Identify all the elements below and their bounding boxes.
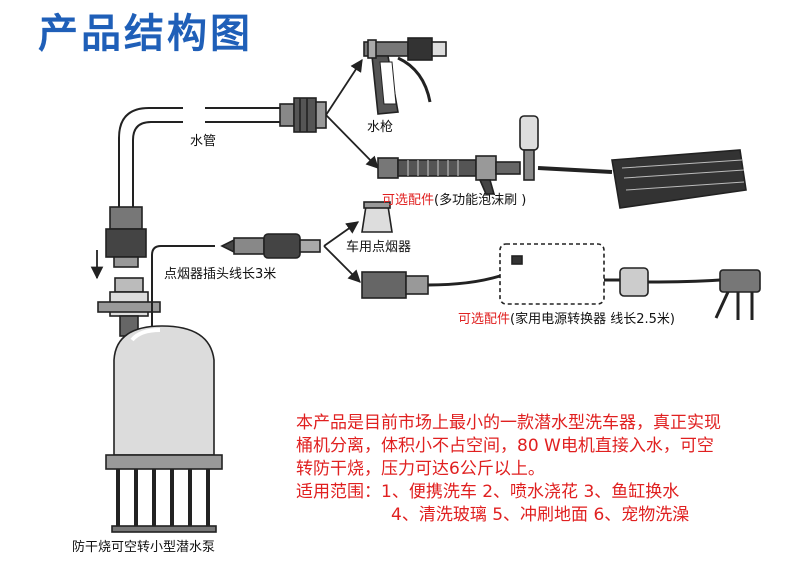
label-optional-adapter: 可选配件(家用电源转换器 线长2.5米) — [458, 313, 675, 326]
arrow-to-adapter — [323, 245, 361, 283]
arrow-to-gun — [325, 58, 363, 116]
arrow-to-brush — [325, 114, 379, 169]
description-line: 本产品是目前市场上最小的一款潜水型洗车器，真正实现 — [296, 413, 721, 433]
label-spray-gun: 水枪 — [367, 120, 394, 135]
usage-line: 4、清洗玻璃 5、冲刷地面 6、宠物洗澡 — [391, 505, 690, 525]
foam-brush-illustration — [377, 115, 747, 209]
label-optional-brush: 可选配件(多功能泡沫刷 ) — [382, 194, 526, 207]
spray-gun-illustration — [363, 37, 447, 115]
brush-text: (多功能泡沫刷 ) — [434, 193, 527, 208]
product-description: 本产品是目前市场上最小的一款潜水型洗车器，真正实现 桶机分离，体积小不占空间，8… — [296, 412, 782, 527]
label-lighter-cable: 点烟器插头线长3米 — [164, 267, 277, 282]
label-car-lighter: 车用点烟器 — [346, 240, 412, 255]
description-line: 桶机分离，体积小不占空间，80 W电机直接入水，可空 — [296, 436, 714, 456]
description-line: 转防干烧，压力可达6公斤以上。 — [296, 459, 545, 479]
water-hose — [118, 107, 280, 207]
hose-connector-right — [279, 97, 327, 133]
optional-tag: 可选配件 — [382, 193, 435, 208]
page-title: 产品结构图 — [38, 11, 253, 57]
arrow-to-car-lighter — [323, 221, 360, 247]
hose-connector-left — [105, 206, 147, 268]
submersible-pump-illustration — [97, 245, 223, 533]
cigarette-lighter-plug — [220, 233, 321, 259]
optional-tag: 可选配件 — [458, 312, 511, 327]
label-pump: 防干烧可空转小型潜水泵 — [72, 540, 216, 555]
car-lighter-socket — [361, 201, 393, 233]
usage-line: 适用范围：1、便携洗车 2、喷水浇花 3、鱼缸换水 — [296, 482, 680, 502]
label-hose: 水管 — [190, 134, 217, 149]
power-adapter-illustration — [361, 243, 761, 320]
adapter-text: (家用电源转换器 线长2.5米) — [510, 312, 675, 327]
